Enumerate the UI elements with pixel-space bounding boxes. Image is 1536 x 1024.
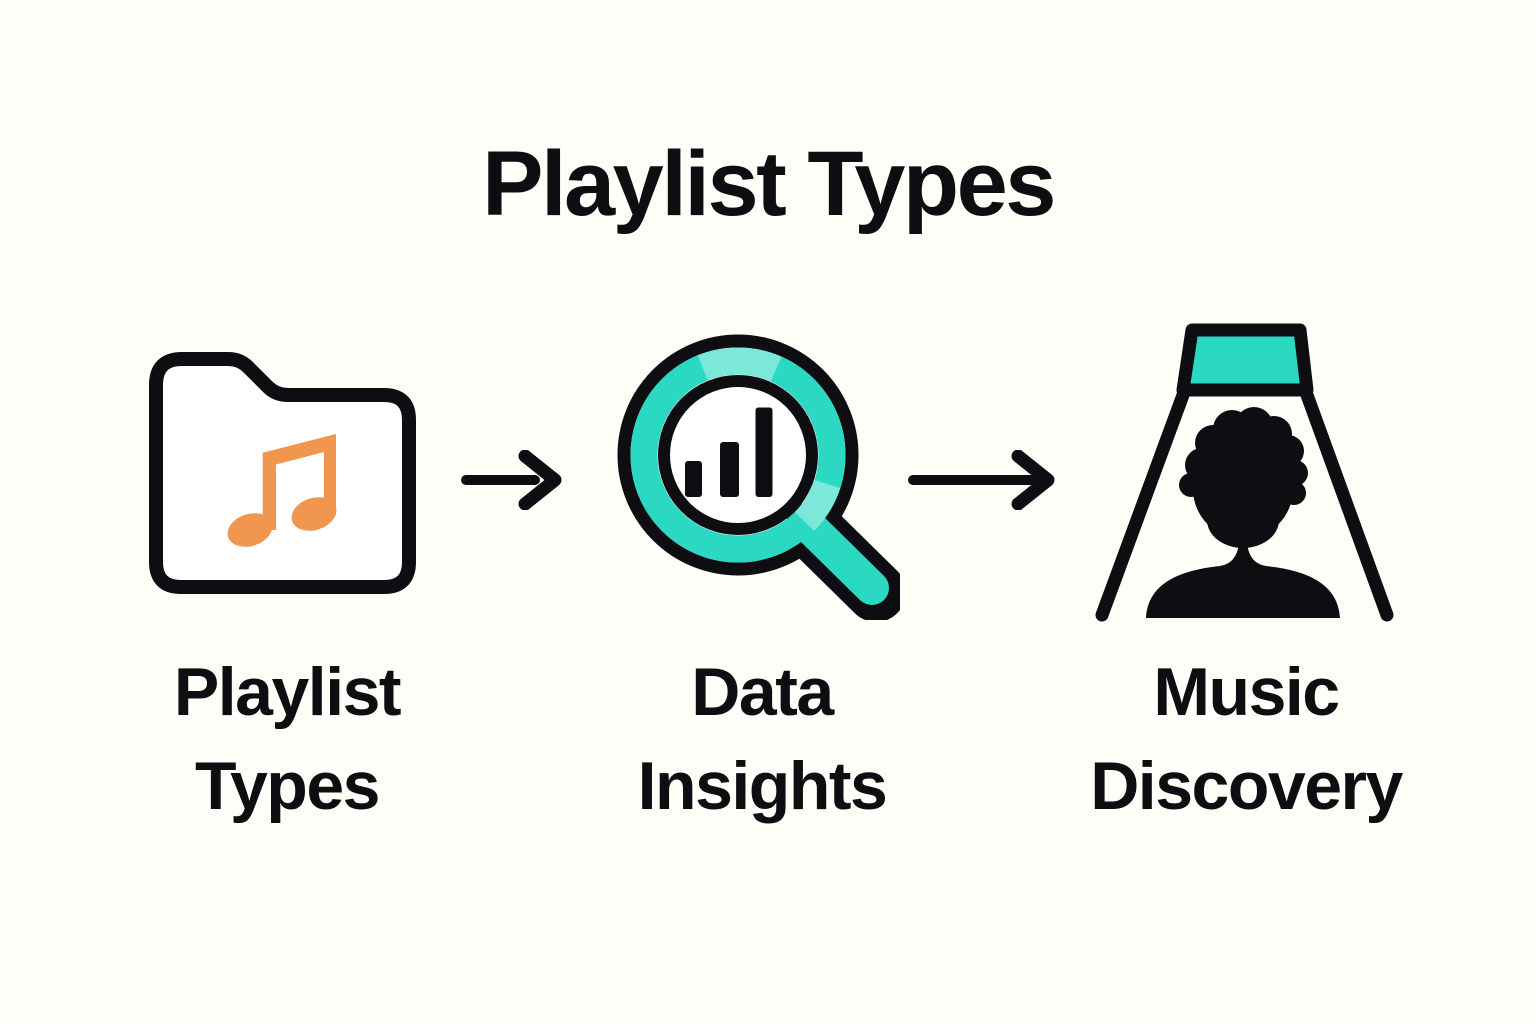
label-line: Playlist	[173, 654, 402, 730]
label-line: Music	[1153, 654, 1340, 730]
spotlight-person-icon	[1095, 323, 1394, 622]
step-label-data-insights: Data Insights	[562, 646, 962, 834]
magnifier-bar-chart-icon	[617, 334, 900, 620]
label-line: Data	[691, 654, 834, 730]
label-line: Insights	[637, 747, 888, 824]
music-folder-icon	[149, 352, 416, 594]
person-silhouette-glyph	[1146, 407, 1340, 618]
page-title: Playlist Types	[482, 133, 1056, 235]
label-line: Discovery	[1090, 747, 1403, 824]
arrow-right-icon	[461, 450, 562, 510]
step-label-playlist-types: Playlist Types	[87, 646, 487, 834]
step-label-music-discovery: Music Discovery	[1046, 646, 1446, 834]
label-line: Types	[195, 747, 380, 824]
arrow-right-icon	[908, 450, 1055, 510]
bar-chart-glyph	[685, 407, 773, 497]
music-note-glyph	[227, 434, 337, 547]
